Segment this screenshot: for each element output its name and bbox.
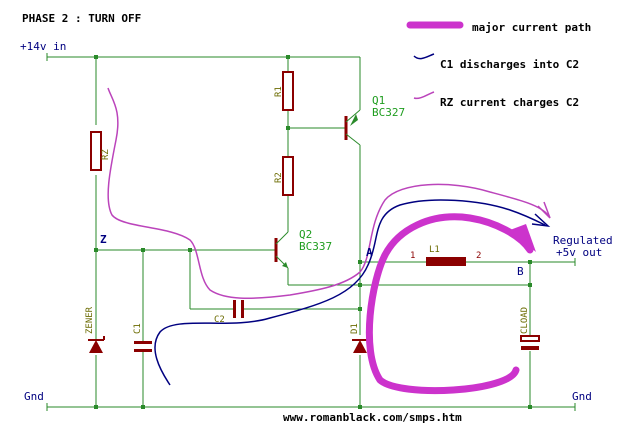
cload-label: CLOAD bbox=[520, 307, 530, 334]
legend-rz-label: RZ current charges C2 bbox=[440, 96, 579, 109]
major-current-path bbox=[365, 213, 534, 395]
output-voltage-label: +5v out bbox=[556, 246, 602, 259]
q1-label: Q1 bbox=[372, 94, 385, 107]
c1-discharge-path bbox=[154, 199, 546, 386]
source-url: www.romanblack.com/smps.htm bbox=[283, 411, 462, 424]
c2-capacitor bbox=[233, 300, 244, 318]
l1-inductor bbox=[426, 257, 466, 266]
c1-label: C1 bbox=[133, 323, 143, 334]
legend-c1-label: C1 discharges into C2 bbox=[440, 58, 579, 71]
l1-pin1-label: 1 bbox=[410, 251, 415, 261]
node-z-label: Z bbox=[100, 233, 107, 246]
gnd-left-label: Gnd bbox=[24, 390, 44, 403]
r1-label: R1 bbox=[274, 86, 284, 97]
node-b-label: B bbox=[517, 265, 524, 278]
node-a-label: A bbox=[366, 246, 373, 259]
q2-part-label: BC337 bbox=[299, 240, 332, 253]
junction-dots bbox=[94, 55, 532, 409]
regulated-label: Regulated bbox=[553, 234, 613, 247]
legend-major-label: major current path bbox=[472, 21, 591, 34]
major-path-arrowhead bbox=[510, 224, 536, 252]
q2-transistor bbox=[274, 231, 289, 269]
rz-label: RZ bbox=[101, 149, 111, 160]
legend-rz-swatch bbox=[413, 91, 435, 100]
c1-path-arrowhead bbox=[531, 213, 551, 228]
wires bbox=[47, 56, 575, 408]
l1-label: L1 bbox=[429, 245, 440, 255]
legend-c1-swatch bbox=[413, 53, 435, 60]
l1-pin2-label: 2 bbox=[476, 251, 481, 261]
rz-current-path bbox=[107, 87, 549, 300]
r2-label: R2 bbox=[274, 172, 284, 183]
r1-resistor bbox=[282, 71, 294, 111]
d1-diode bbox=[352, 339, 368, 353]
q1-part-label: BC327 bbox=[372, 106, 405, 119]
rz-path-arrowhead bbox=[537, 201, 551, 219]
rz-resistor bbox=[90, 131, 102, 171]
q1-transistor bbox=[344, 109, 361, 146]
c2-label: C2 bbox=[214, 315, 225, 325]
zener-diode bbox=[88, 336, 105, 353]
zener-label: ZENER bbox=[85, 306, 95, 334]
q2-label: Q2 bbox=[299, 228, 312, 241]
diagram-title: PHASE 2 : TURN OFF bbox=[22, 12, 141, 25]
supply-label: +14v in bbox=[20, 40, 66, 53]
r2-resistor bbox=[282, 156, 294, 196]
gnd-right-label: Gnd bbox=[572, 390, 592, 403]
c1-capacitor bbox=[134, 341, 152, 352]
cload-capacitor bbox=[520, 335, 540, 350]
terminal-ticks bbox=[46, 53, 576, 411]
d1-label: D1 bbox=[350, 323, 360, 334]
